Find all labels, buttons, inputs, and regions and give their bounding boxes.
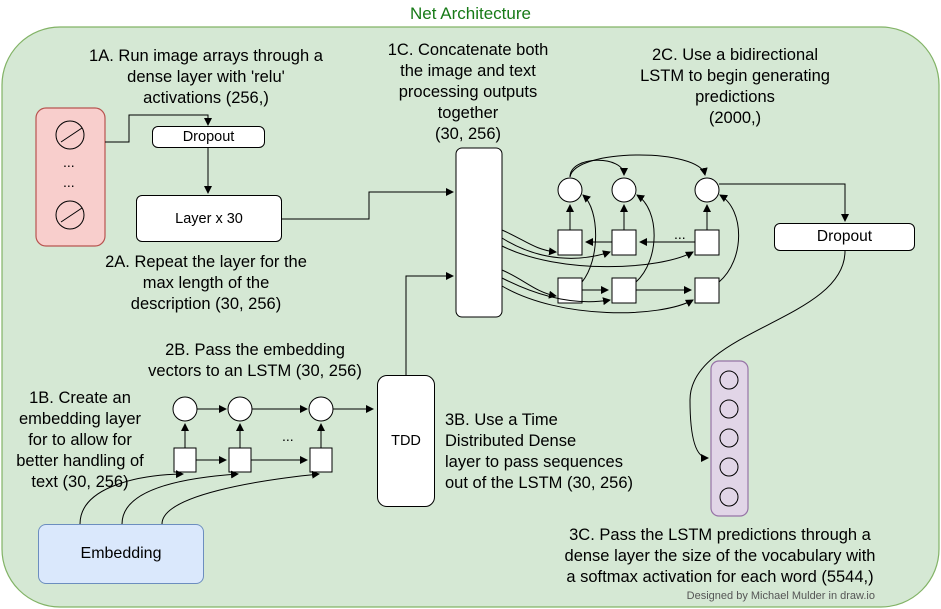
- diagram-title: Net Architecture: [410, 4, 531, 23]
- embedding-block: Embedding: [38, 524, 204, 584]
- image-ellipsis-2: ...: [63, 174, 75, 190]
- layer-x30-block: Layer x 30: [136, 195, 282, 242]
- softmax-block: [710, 360, 749, 517]
- image-gauge-icon: [55, 120, 85, 150]
- tdd-block: TDD: [377, 375, 435, 507]
- arrow-layer-to-concat: [281, 188, 454, 220]
- arrow-tdd-to-concat: [405, 272, 454, 376]
- image-input-block: [35, 107, 106, 247]
- embedding-lstm-ellipsis: ...: [282, 428, 294, 444]
- credit-text: Designed by Michael Mulder in draw.io: [686, 590, 875, 602]
- softmax-neurons: [719, 370, 739, 507]
- embedding-lstm: [79, 396, 374, 525]
- image-ellipsis-1: ...: [63, 154, 75, 170]
- dropout-block-1: Dropout: [152, 126, 265, 148]
- bidirectional-lstm: [501, 154, 849, 462]
- dropout-block-2: Dropout: [774, 223, 915, 251]
- bilstm-ellipsis: ...: [674, 226, 686, 242]
- arrow-image-to-dropout: [105, 114, 212, 143]
- image-gauge-icon: [55, 200, 85, 230]
- concatenate-block: [455, 147, 503, 318]
